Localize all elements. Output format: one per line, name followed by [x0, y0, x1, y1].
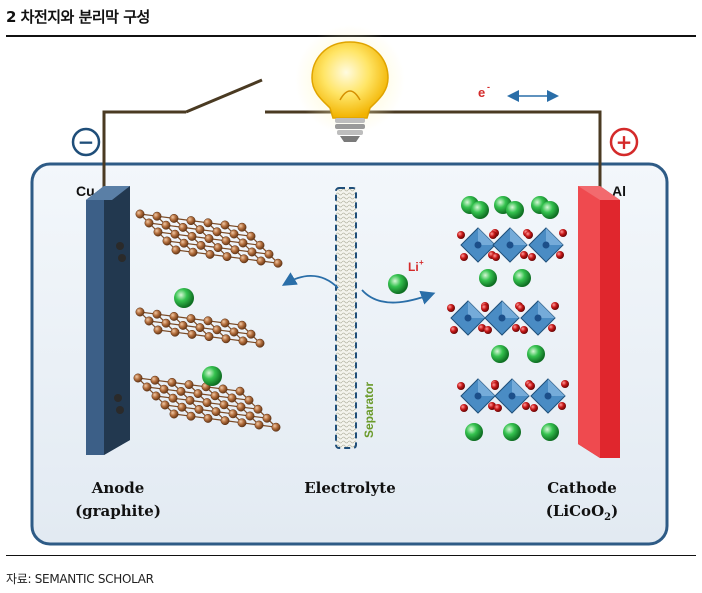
anode-label: Anode [91, 479, 145, 497]
graphite-layers [114, 209, 283, 432]
lithium-ion [388, 274, 408, 294]
cathode-current-collector [578, 186, 620, 458]
li-ion-label: Li [408, 260, 419, 274]
cathode-material-end: ) [611, 502, 618, 520]
electron-charge-label: - [487, 82, 490, 92]
al-label: Al [612, 183, 626, 199]
plus-sign: + [616, 130, 633, 154]
negative-terminal-icon: − [71, 127, 101, 157]
licoo2-crystal [447, 196, 569, 441]
anode-current-collector [86, 186, 130, 455]
electron-label: e [478, 85, 485, 100]
separator-label: Separator [362, 382, 376, 438]
cathode-material-label: (LiCoO2) [546, 502, 618, 523]
page-title: 2 차전지와 분리막 구성 [6, 8, 150, 26]
intercalated-lithium-ions [174, 288, 222, 386]
cathode-material-main: (LiCoO [546, 502, 604, 520]
minus-sign: − [78, 130, 95, 154]
light-bulb-icon [295, 25, 405, 142]
electrolyte-label: Electrolyte [304, 479, 396, 497]
ion-flow-arrow-right [361, 289, 436, 305]
li-ion-charge-label: + [419, 258, 424, 267]
cathode-label: Cathode [547, 479, 617, 497]
cathode-material-subscript: 2 [604, 512, 611, 523]
separator-membrane [335, 187, 357, 449]
cu-label: Cu [76, 183, 95, 199]
positive-terminal-icon: + [609, 127, 639, 157]
source-note: 자료: SEMANTIC SCHOLAR [6, 572, 154, 586]
switch-lever [185, 78, 263, 114]
ion-flow-arrow-left [281, 272, 339, 289]
footer-rule [6, 555, 696, 556]
anode-material-label: (graphite) [75, 502, 161, 520]
